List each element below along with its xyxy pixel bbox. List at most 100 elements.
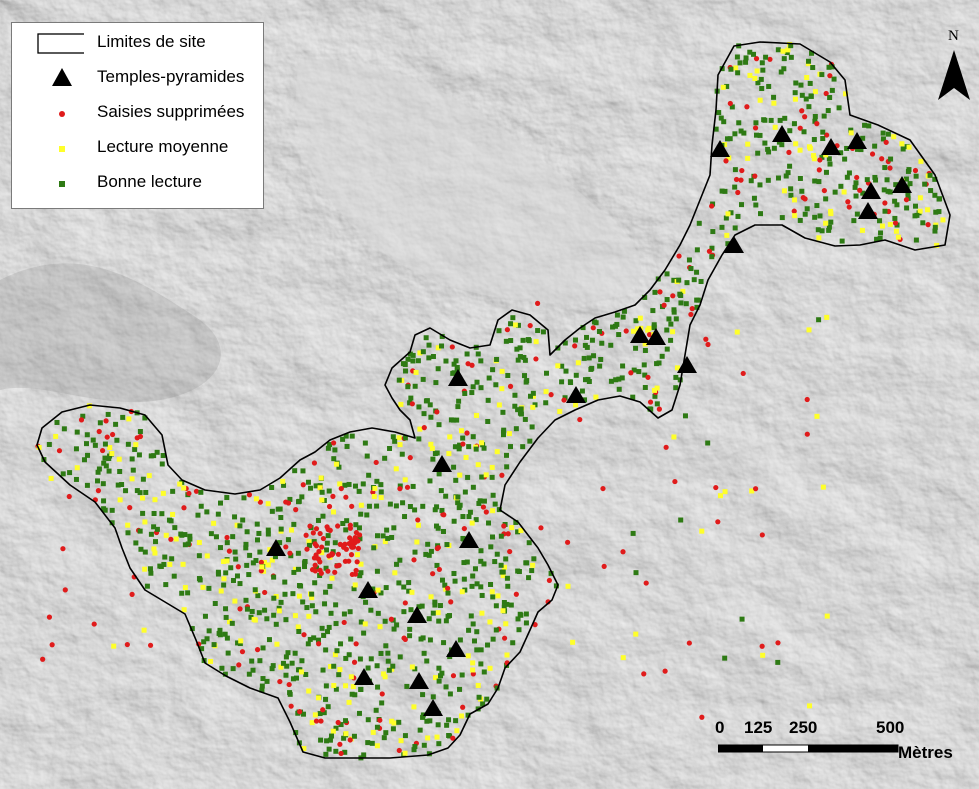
good-reading-point (271, 612, 277, 618)
good-reading-point (641, 362, 647, 368)
average-reading-point (173, 536, 179, 542)
good-reading-point (866, 123, 872, 129)
removed-point (421, 425, 427, 431)
removed-point (283, 499, 289, 505)
average-reading-point (917, 208, 923, 214)
good-reading-point (221, 582, 227, 588)
good-reading-point (485, 397, 491, 403)
good-reading-point (479, 474, 485, 480)
good-reading-point (466, 627, 472, 633)
average-reading-point (671, 434, 677, 440)
good-reading-point (757, 182, 763, 188)
good-reading-point (426, 616, 432, 622)
removed-point (388, 616, 394, 622)
good-reading-point (320, 667, 326, 673)
average-reading-point (811, 153, 817, 159)
average-reading-point (820, 484, 826, 490)
good-reading-point (244, 562, 250, 568)
good-reading-point (291, 569, 297, 575)
good-reading-point (620, 314, 626, 320)
good-reading-point (109, 507, 115, 513)
average-reading-point (318, 475, 324, 481)
removed-point (767, 56, 773, 62)
good-reading-point (323, 565, 329, 571)
good-reading-point (312, 580, 318, 586)
average-reading-point (411, 704, 417, 710)
average-reading-point (642, 341, 648, 347)
good-reading-point (321, 710, 327, 716)
removed-point (353, 641, 359, 647)
removed-point (445, 585, 451, 591)
average-reading-point (499, 386, 505, 392)
good-reading-point (290, 591, 296, 597)
good-reading-point (290, 676, 296, 682)
removed-point (892, 220, 899, 226)
good-reading-point (360, 481, 366, 487)
good-reading-point (73, 476, 79, 482)
good-reading-point (134, 488, 140, 494)
good-reading-point (608, 342, 614, 348)
good-reading-point (802, 211, 808, 217)
good-reading-point (137, 490, 143, 496)
removed-point (326, 503, 333, 510)
good-reading-point (432, 451, 438, 457)
good-reading-point (436, 618, 442, 624)
good-reading-point (402, 435, 408, 441)
removed-point (304, 546, 310, 552)
good-reading-point (237, 581, 243, 587)
average-reading-point (204, 553, 210, 559)
good-reading-point (103, 463, 109, 469)
removed-point (313, 718, 320, 724)
good-reading-point (936, 209, 942, 215)
good-reading-point (444, 722, 450, 728)
average-reading-point (181, 485, 187, 491)
good-reading-point (455, 500, 461, 506)
good-reading-point (412, 383, 418, 389)
removed-point (753, 56, 760, 62)
good-reading-point (461, 560, 467, 566)
good-reading-point (400, 361, 406, 367)
removed-point (705, 341, 711, 348)
removed-point (235, 564, 241, 570)
removed-point (129, 591, 135, 597)
good-reading-point (248, 614, 254, 620)
removed-point (318, 570, 324, 576)
good-reading-point (284, 663, 290, 669)
good-reading-point (208, 531, 214, 537)
good-reading-point (436, 678, 442, 684)
removed-point (723, 158, 729, 164)
average-reading-point (200, 584, 206, 590)
good-reading-point (477, 498, 483, 504)
removed-point (348, 544, 355, 550)
good-reading-point (719, 224, 725, 230)
removed-point (786, 149, 792, 155)
good-reading-point (732, 131, 738, 137)
average-reading-point (848, 130, 854, 136)
good-reading-point (366, 472, 372, 478)
average-reading-point (454, 728, 460, 734)
good-reading-point (412, 507, 418, 513)
average-reading-point (733, 65, 739, 71)
good-reading-point (140, 476, 146, 482)
good-reading-point (452, 444, 458, 450)
good-reading-point (295, 499, 301, 505)
good-reading-point (232, 514, 238, 520)
good-reading-point (521, 354, 527, 360)
good-reading-point (814, 203, 820, 209)
good-reading-point (492, 559, 498, 565)
good-reading-point (698, 279, 704, 285)
good-reading-point (162, 554, 168, 560)
good-reading-point (688, 266, 694, 272)
average-reading-point (518, 528, 524, 534)
good-reading-point (668, 321, 674, 327)
average-reading-point (934, 242, 940, 248)
good-reading-point (877, 218, 883, 224)
average-reading-point (772, 124, 778, 130)
good-reading-point (443, 493, 449, 499)
good-reading-point (531, 556, 537, 562)
good-reading-point (331, 663, 337, 669)
average-reading-point (425, 735, 431, 741)
good-reading-point (255, 593, 261, 599)
removed-point (317, 530, 323, 537)
good-reading-point (616, 386, 622, 392)
